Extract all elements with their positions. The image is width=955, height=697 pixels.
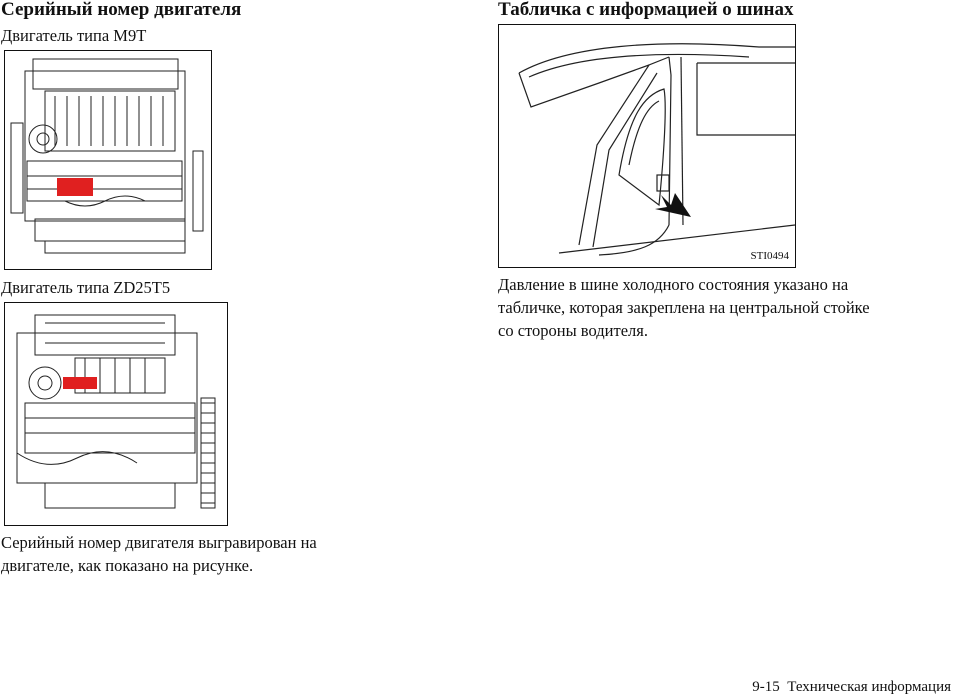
engine-zd25t5-drawing bbox=[16, 314, 216, 509]
engine-serial-text-line2: двигателе, как показано на рисунке. bbox=[1, 556, 254, 575]
section-heading-engine-serial: Серийный номер двигателя bbox=[1, 0, 242, 20]
engine-m9t-label: Двигатель типа M9T bbox=[1, 26, 147, 45]
tire-pressure-text-line1: Давление в шине холодного состояния указ… bbox=[498, 275, 849, 294]
engine-m9t-serial-marker bbox=[57, 178, 93, 196]
tire-placard-drawing: STI0494 bbox=[518, 43, 795, 262]
engine-m9t-drawing bbox=[10, 58, 204, 254]
tire-placard-arrow-icon bbox=[655, 193, 691, 217]
tire-placard-figure: STI0494 bbox=[498, 24, 796, 268]
engine-zd25t5-figure bbox=[4, 302, 228, 526]
engine-serial-text-line1: Серийный номер двигателя выгравирован на bbox=[1, 533, 317, 552]
tire-pressure-text-line3: со стороны водителя. bbox=[498, 321, 648, 340]
engine-zd25t5-serial-marker bbox=[63, 377, 97, 389]
tire-figure-code: STI0494 bbox=[751, 250, 790, 262]
section-name: Техническая информация bbox=[787, 679, 951, 695]
engine-m9t-figure bbox=[4, 50, 212, 270]
section-heading-tire-placard: Табличка с информацией о шинах bbox=[498, 0, 794, 20]
engine-zd25t5-label: Двигатель типа ZD25T5 bbox=[1, 278, 171, 297]
tire-pressure-text-line2: табличке, которая закреплена на централь… bbox=[498, 298, 870, 317]
page-footer: 9-15 Техническая информация bbox=[752, 678, 951, 696]
page-number: 9-15 bbox=[752, 679, 780, 695]
